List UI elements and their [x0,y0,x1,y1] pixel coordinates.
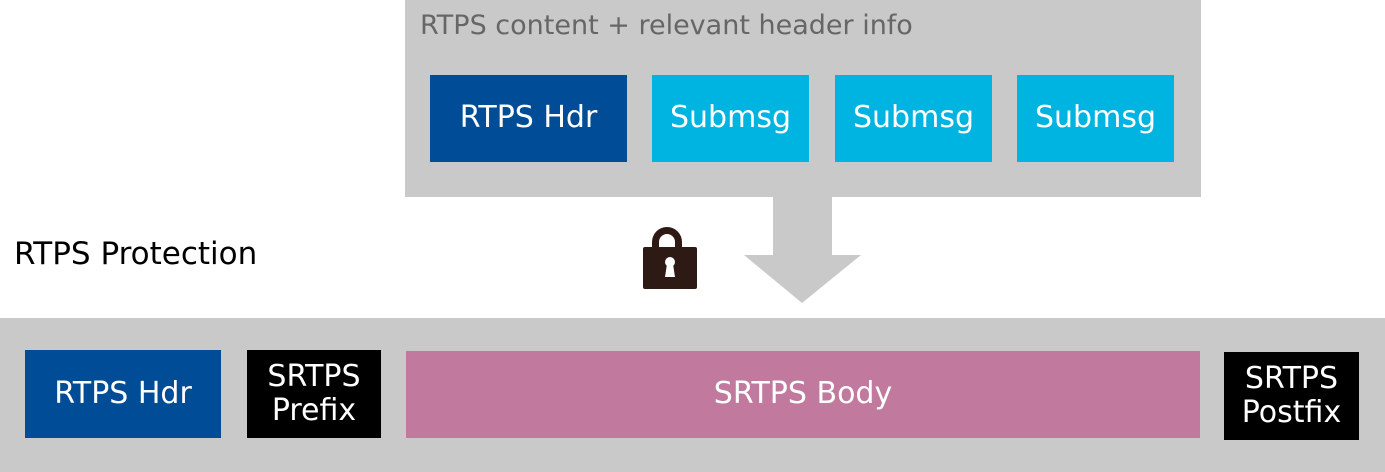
top-rtps-hdr: RTPS Hdr [430,75,627,162]
srtps-postfix: SRTPS Postfix [1224,352,1359,440]
submsg-3: Submsg [1017,75,1174,162]
bottom-rtps-hdr: RTPS Hdr [25,350,221,438]
lock-icon [643,227,697,289]
submsg-1: Submsg [652,75,809,162]
rtps-content-caption: RTPS content + relevant header info [420,10,913,41]
arrow-down-icon [744,196,861,303]
submsg-2: Submsg [835,75,992,162]
rtps-protection-label: RTPS Protection [14,236,258,272]
srtps-body: SRTPS Body [406,351,1200,438]
srtps-prefix: SRTPS Prefix [247,350,381,438]
